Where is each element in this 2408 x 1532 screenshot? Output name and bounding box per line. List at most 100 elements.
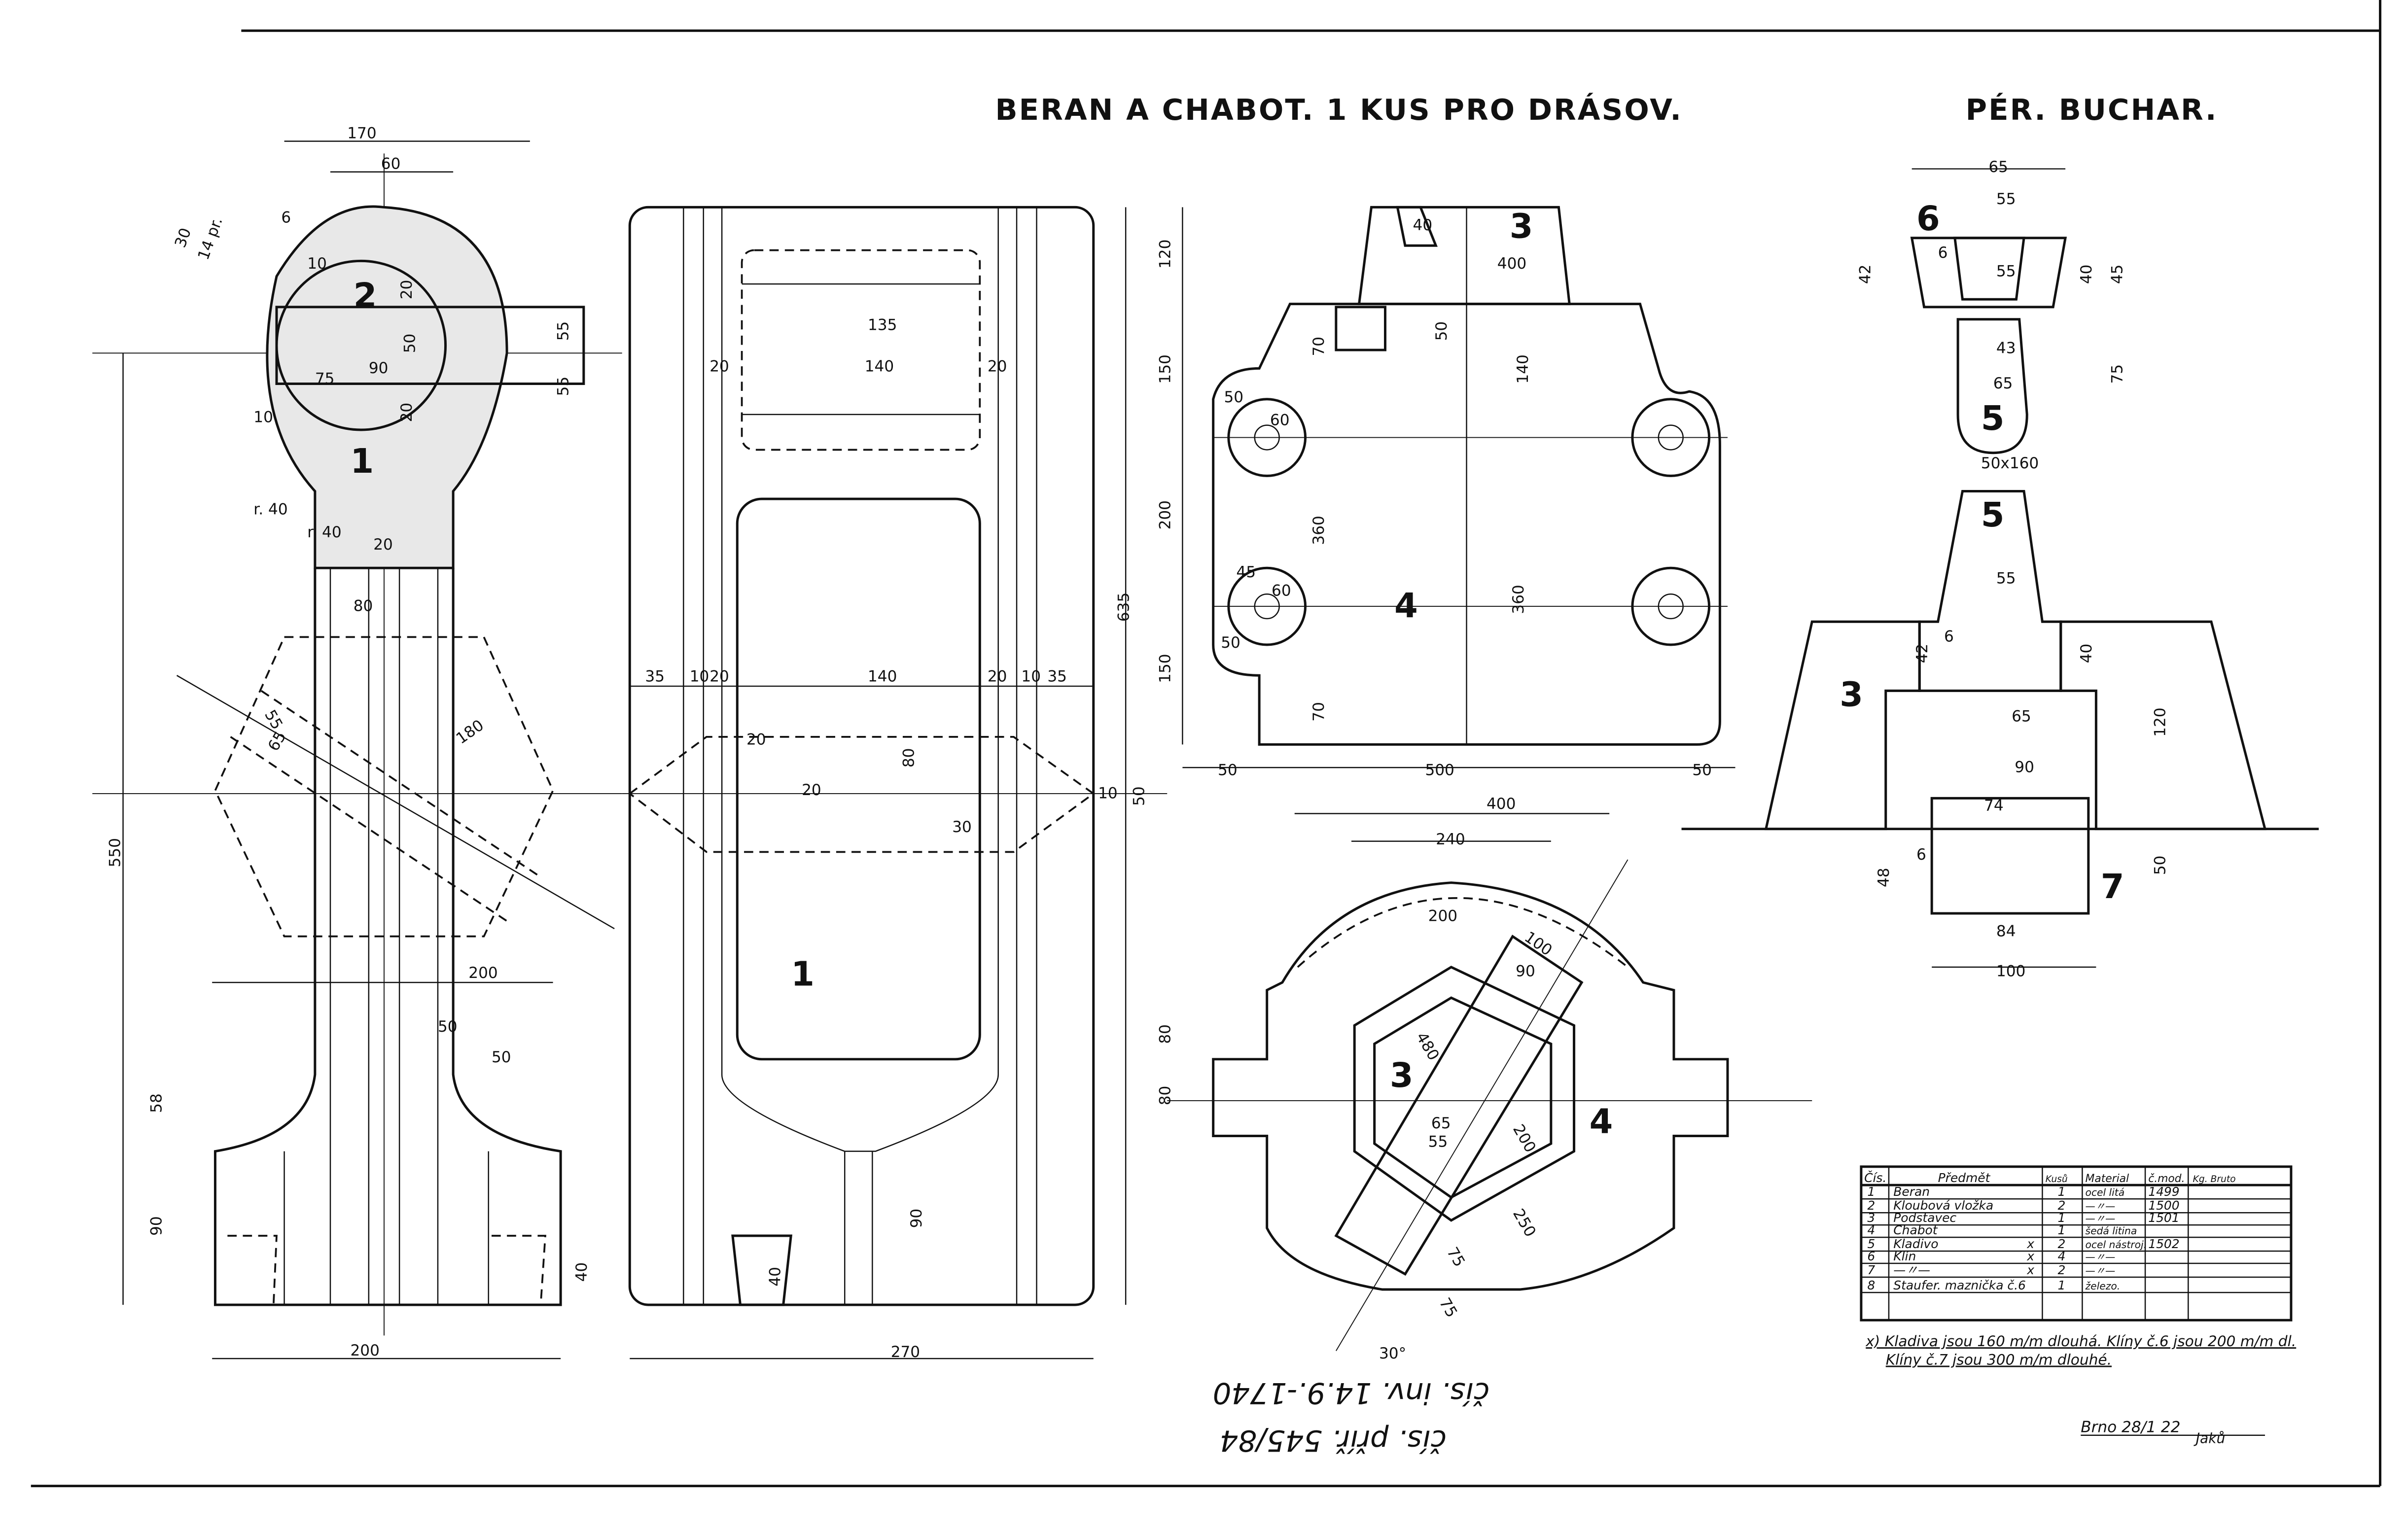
svg-text:20: 20 [373,536,393,554]
svg-text:135: 135 [868,316,897,334]
svg-text:20: 20 [802,781,821,799]
svg-text:55: 55 [1996,190,2016,208]
svg-text:270: 270 [891,1343,920,1361]
svg-text:20: 20 [709,668,729,686]
svg-text:150: 150 [1156,354,1174,383]
inventory-number: čís. inv. 14.9.-1740 [1213,1376,1490,1410]
svg-text:10: 10 [690,668,709,686]
svg-text:55: 55 [555,321,572,341]
cell-model: 1500 [2148,1198,2179,1213]
note-line-1: x) Kladiva jsou 160 m/m dlouhá. Klíny č.… [1865,1333,2296,1350]
part-number-4-plan: 4 [1590,1102,1613,1141]
cell-qty: 2 [2058,1198,2066,1213]
svg-text:500: 500 [1425,762,1454,779]
svg-text:40: 40 [2078,265,2095,284]
svg-text:200: 200 [468,964,497,982]
svg-text:65: 65 [1993,375,2013,392]
cell-no: 4 [1867,1223,1875,1237]
svg-text:50: 50 [1218,762,1238,779]
ram-side-view [622,206,1168,1359]
col-header-item: Předmět [1938,1171,1991,1185]
cell-material: —〃— [2086,1265,2116,1277]
part-number-1-side: 1 [791,954,814,994]
drawing-title: BERAN A CHABOT. 1 KUS PRO DRÁSOV. [995,93,1683,127]
svg-text:6: 6 [1938,244,1948,262]
svg-text:90: 90 [2015,758,2034,776]
svg-text:14 pr.: 14 pr. [195,215,226,262]
svg-text:550: 550 [106,838,124,867]
svg-text:30°: 30° [1379,1345,1406,1362]
svg-text:80: 80 [900,748,918,768]
svg-text:60: 60 [381,155,401,173]
chabot-plan [1167,813,1812,1351]
svg-text:100: 100 [1521,928,1555,960]
svg-text:65: 65 [2012,708,2031,726]
signature-place-date: Brno 28/1 22 [2081,1419,2180,1436]
cell-qty: 1 [2058,1278,2066,1292]
svg-text:480: 480 [1413,1029,1443,1063]
ram-front-view [92,140,622,1359]
part-number-3: 3 [1510,207,1533,246]
cell-material: ocel litá [2086,1186,2125,1198]
svg-text:55: 55 [1428,1133,1448,1150]
cell-item: Staufer. maznička č.6 [1893,1278,2026,1292]
svg-text:180: 180 [453,716,487,748]
cell-model: 1501 [2148,1211,2179,1225]
svg-text:65: 65 [1431,1114,1451,1132]
part-number-4: 4 [1394,586,1418,626]
cell-material: —〃— [2086,1251,2116,1263]
cell-no: 2 [1867,1198,1875,1213]
svg-text:240: 240 [1436,831,1465,848]
svg-text:20: 20 [988,668,1007,686]
svg-text:360: 360 [1510,585,1527,614]
svg-text:r. 40: r. 40 [307,523,341,541]
col-header-no: Čís. [1864,1170,1886,1185]
drawing-subtitle: PÉR. BUCHAR. [1966,93,2218,127]
hammer-wedge-dimensions: 65 55 6 55 42 40 45 43 65 75 50x160 55 6… [1857,158,2169,980]
acquisition-number: čís. příř. 545/84 [1220,1424,1447,1458]
svg-text:140: 140 [1514,354,1532,383]
svg-text:40: 40 [573,1262,591,1282]
svg-text:10: 10 [253,408,273,426]
chabot-elevation-dimensions: 40 400 120 150 200 150 70 50 140 60 50 3… [1156,216,1711,779]
cell-item: Kladivo [1893,1237,1938,1251]
cell-item: Beran [1893,1184,1930,1199]
cell-material: ocel nástroj. [2086,1239,2147,1251]
part-number-7: 7 [2101,867,2125,906]
cell-item: Kloubová vložka [1893,1198,1993,1213]
cell-item: —〃— [1893,1263,1930,1277]
part-number-3-plan: 3 [1390,1056,1414,1095]
svg-text:45: 45 [2108,265,2126,284]
svg-text:20: 20 [709,358,729,376]
svg-text:10: 10 [307,255,327,273]
svg-text:200: 200 [1428,907,1457,925]
cell-item: Klín [1893,1249,1916,1263]
svg-text:20: 20 [398,403,416,422]
svg-text:70: 70 [1310,702,1328,722]
part-number-5: 5 [1981,495,2005,535]
svg-text:400: 400 [1487,795,1516,813]
svg-text:74: 74 [1984,797,2004,814]
svg-text:60: 60 [1272,582,1291,599]
cell-no: 7 [1867,1263,1875,1277]
svg-text:50: 50 [401,334,419,353]
cell-material: —〃— [2086,1200,2116,1212]
cell-mark: x [2026,1249,2034,1263]
svg-text:60: 60 [1270,412,1290,429]
svg-text:50x160: 50x160 [1981,454,2039,472]
part-number-2: 2 [354,276,377,315]
cell-qty: 2 [2058,1237,2066,1251]
table-row: 2 Kloubová vložka 2 —〃— 1500 [1867,1198,2179,1213]
svg-text:43: 43 [1996,339,2016,357]
cell-no: 3 [1867,1211,1875,1225]
svg-text:50: 50 [492,1048,511,1066]
svg-text:50: 50 [1221,634,1240,652]
svg-text:40: 40 [2078,644,2095,663]
svg-text:90: 90 [369,359,389,377]
